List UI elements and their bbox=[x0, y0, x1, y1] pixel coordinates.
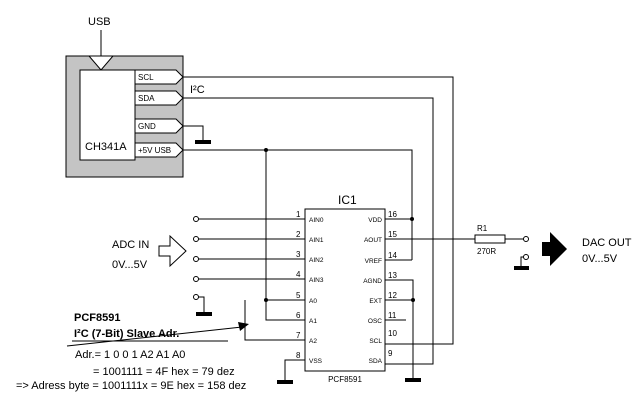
pin-num-16: 16 bbox=[388, 210, 397, 219]
ain1-terminal bbox=[193, 236, 199, 242]
junction-ext bbox=[411, 298, 415, 302]
notes-title: PCF8591 bbox=[74, 312, 120, 324]
ch341a-label: CH341A bbox=[85, 141, 127, 153]
pin-name-agnd: AGND bbox=[363, 278, 382, 285]
pin-num-7: 7 bbox=[296, 331, 301, 340]
usb-pin-sda bbox=[134, 90, 184, 106]
usb-gnd-wire bbox=[183, 125, 204, 140]
pin-num-5: 5 bbox=[296, 291, 301, 300]
pin-name-vss: VSS bbox=[309, 358, 323, 365]
addr-a1-wire bbox=[265, 150, 288, 321]
agnd-wire bbox=[400, 279, 414, 378]
usb-pin-scl bbox=[134, 69, 184, 85]
pin-num-14: 14 bbox=[388, 251, 397, 260]
junction-vdd bbox=[410, 217, 414, 221]
usb-title: USB bbox=[88, 16, 111, 28]
usb-pin-5v bbox=[134, 142, 184, 158]
junction-vcc bbox=[264, 148, 268, 152]
vss-wire bbox=[284, 359, 288, 380]
pin-name-ext: EXT bbox=[369, 298, 382, 305]
usb-pin-scl-label: SCL bbox=[138, 73, 154, 82]
dac-out-label: DAC OUT bbox=[582, 237, 632, 249]
ic1-body bbox=[304, 208, 386, 372]
notes-pointer-line bbox=[66, 326, 243, 347]
junction-a0 bbox=[264, 298, 268, 302]
i2c-label: I²C bbox=[190, 84, 205, 96]
pin-num-11: 11 bbox=[388, 311, 397, 320]
pin-name-scl: SCL bbox=[369, 338, 382, 345]
notes-line2: = 1001111 = 4F hex = 79 dez bbox=[93, 366, 235, 378]
usb-pin-5v-label: +5V USB bbox=[138, 146, 171, 155]
usb-pin-gnd bbox=[134, 118, 184, 134]
adc-in-range: 0V...5V bbox=[112, 259, 148, 271]
dac-out-range: 0V...5V bbox=[582, 253, 618, 265]
addr-a2-wire bbox=[244, 300, 288, 341]
usb-pin-sda-label: SDA bbox=[138, 94, 155, 103]
sda-wire bbox=[183, 97, 434, 365]
dac-terminal bbox=[523, 236, 529, 242]
pin-num-6: 6 bbox=[296, 311, 301, 320]
pin-name-a2: A2 bbox=[309, 338, 317, 345]
ic1-ref: IC1 bbox=[338, 193, 357, 207]
pin-name-ain2: AIN2 bbox=[309, 257, 324, 264]
vcc-wire bbox=[183, 149, 413, 260]
pin-num-8: 8 bbox=[296, 351, 301, 360]
pin-name-ain3: AIN3 bbox=[309, 277, 324, 284]
r1-ref: R1 bbox=[477, 224, 488, 233]
usb-arrow-icon bbox=[87, 55, 115, 71]
pin-num-13: 13 bbox=[388, 271, 397, 280]
ain2-terminal bbox=[193, 256, 199, 262]
usb-pin-gnd-label: GND bbox=[138, 122, 156, 131]
pin-num-1: 1 bbox=[296, 210, 301, 219]
pin-name-ain0: AIN0 bbox=[309, 217, 324, 224]
pin-name-osc: OSC bbox=[368, 318, 382, 325]
ground-symbol-usb bbox=[195, 140, 211, 144]
notes-subtitle: I²C (7-Bit) Slave Adr. bbox=[74, 328, 179, 340]
pin-num-9: 9 bbox=[388, 349, 393, 358]
pin-num-10: 10 bbox=[388, 329, 397, 338]
ain3-terminal bbox=[193, 276, 199, 282]
pin-name-a0: A0 bbox=[309, 298, 317, 305]
pin-name-a1: A1 bbox=[309, 318, 317, 325]
pin-num-3: 3 bbox=[296, 250, 301, 259]
pin-num-12: 12 bbox=[388, 291, 397, 300]
pin-num-2: 2 bbox=[296, 230, 301, 239]
pin-name-sda: SDA bbox=[369, 358, 383, 365]
notes-line1: Adr.= 1 0 0 1 A2 A1 A0 bbox=[75, 349, 185, 361]
ground-symbol-agnd bbox=[405, 378, 421, 382]
pin-num-4: 4 bbox=[296, 270, 301, 279]
notes-line3: => Adress byte = 1001111x = 9E hex = 158… bbox=[16, 380, 246, 392]
ground-symbol-adc bbox=[196, 312, 212, 316]
dac-gnd-terminal bbox=[523, 254, 529, 260]
pin-name-ain1: AIN1 bbox=[309, 237, 324, 244]
notes-pointer-arrow-icon bbox=[238, 322, 249, 331]
scl-wire bbox=[183, 76, 454, 345]
r1-resistor bbox=[474, 234, 506, 244]
r1-value: 270R bbox=[477, 247, 496, 256]
ground-symbol-vss bbox=[277, 380, 293, 384]
ch341a-chip bbox=[79, 69, 136, 161]
pin-name-vref: VREF bbox=[365, 258, 382, 265]
ain0-terminal bbox=[193, 216, 199, 222]
adc-in-label: ADC IN bbox=[112, 239, 149, 251]
pin-num-15: 15 bbox=[388, 230, 397, 239]
ic1-part: PCF8591 bbox=[328, 375, 362, 384]
dac-output-arrow-icon bbox=[542, 232, 567, 266]
adc-gnd-terminal bbox=[193, 294, 199, 300]
adc-input-arrow-icon bbox=[158, 234, 187, 268]
pin-name-vdd: VDD bbox=[368, 217, 382, 224]
ground-symbol-dac bbox=[514, 266, 529, 270]
pin-name-aout: AOUT bbox=[364, 237, 382, 244]
